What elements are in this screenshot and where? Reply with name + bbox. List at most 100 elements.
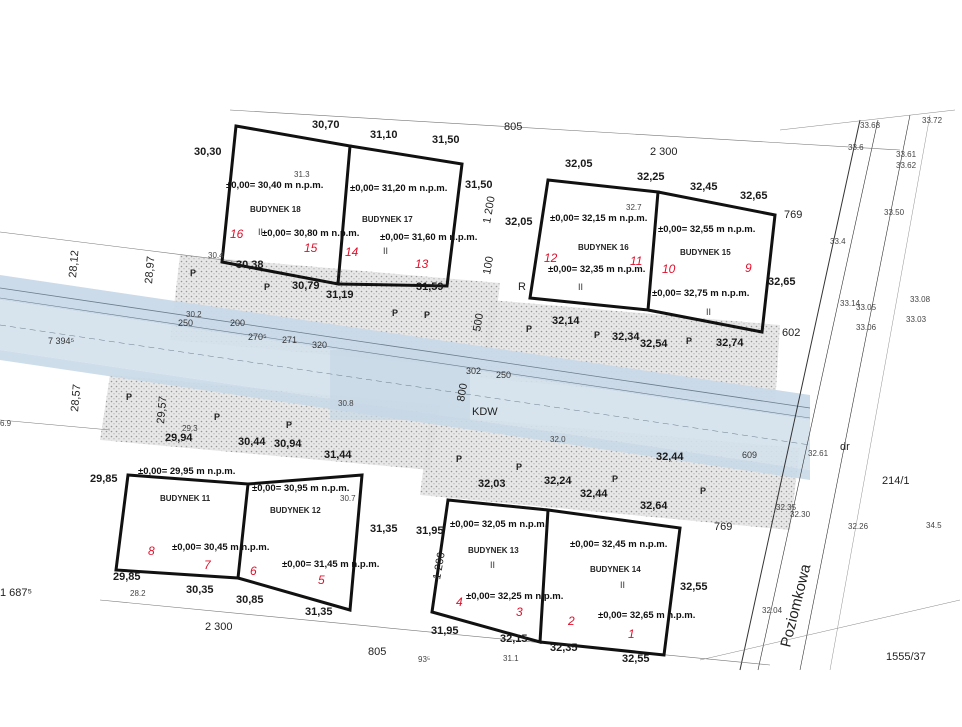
elevation-label: 32,74 [716, 337, 744, 349]
elevation-label: 32,05 [505, 216, 533, 228]
spot-height: 6.9 [0, 419, 12, 428]
parking-mark: P [264, 282, 270, 292]
building-14-outline [539, 508, 682, 657]
parking-mark: P [700, 486, 706, 496]
unit-number: 15 [304, 241, 318, 255]
spot-height: 32.61 [808, 449, 829, 458]
unit-number: 9 [745, 261, 752, 275]
zero-level: ±0,00= 31,20 m n.p.m. [350, 183, 447, 194]
dimension-label: 250 [178, 318, 193, 328]
dimension-label: 93⁵ [418, 655, 430, 664]
elevation-label: 31,44 [324, 449, 352, 461]
spot-height: 32.0 [550, 435, 566, 444]
building-name: BUDYNEK 17 [362, 215, 413, 224]
zero-level: ±0,00= 32,05 m n.p.m. [450, 519, 547, 530]
dimension-label: 769 [784, 209, 802, 221]
dimension-label: 28,12 [67, 250, 81, 278]
elevation-label: 30,79 [292, 280, 320, 292]
unit-number: 14 [345, 245, 359, 259]
parking-mark: P [526, 324, 532, 334]
elevation-label: 32,64 [640, 500, 668, 512]
street-name: Poziomkowa [777, 562, 814, 649]
spot-height: 33.6 [848, 143, 864, 152]
spot-height: 30.8 [338, 399, 354, 408]
building-floors: II [578, 282, 583, 292]
dimension-label: 200 [230, 318, 245, 328]
dimension-label: 769 [714, 521, 732, 533]
zero-level: ±0,00= 32,25 m n.p.m. [466, 591, 563, 602]
dimension-label: 1 200 [431, 551, 448, 580]
elevation-label: 30,44 [238, 436, 266, 448]
elevation-label: 31,35 [305, 606, 333, 618]
zero-level: ±0,00= 32,75 m n.p.m. [652, 288, 749, 299]
parcel-number: 1555/37 [886, 651, 926, 663]
parking-mark: P [594, 330, 600, 340]
elevation-label: 32,34 [612, 331, 640, 343]
street-poziomkowa [699, 109, 961, 671]
unit-number: 5 [318, 573, 325, 587]
elevations-bottom: 29,94 30,44 30,94 31,44 29,85 29,85 30,3… [90, 432, 708, 665]
spot-height: 28.2 [130, 589, 146, 598]
parking-mark: P [214, 412, 220, 422]
dimension-label: 7 394⁵ [48, 336, 75, 346]
dimension-label: 805 [504, 121, 522, 133]
elevation-label: 32,05 [565, 158, 593, 170]
spot-height: 33.08 [910, 295, 931, 304]
elevations-top: 30,30 30,70 31,10 31,50 31,50 30,38 30,7… [194, 119, 796, 350]
building-15-outline [647, 190, 777, 334]
elevation-label: 32,14 [552, 315, 580, 327]
parking-mark: P [286, 420, 292, 430]
parking-mark: P [190, 268, 196, 278]
zero-level: ±0,00= 30,80 m n.p.m. [262, 228, 359, 239]
buildings [114, 124, 777, 657]
zero-level: ±0,00= 31,45 m n.p.m. [282, 559, 379, 570]
elevation-label: 31,10 [370, 129, 398, 141]
parking-spots: P P P P P P P P P P P P P P [126, 268, 706, 496]
spot-height: 32.35 [776, 503, 797, 512]
dimension-label: 609 [742, 450, 757, 460]
spot-height: 32.26 [848, 522, 869, 531]
building-name: BUDYNEK 14 [590, 565, 641, 574]
zero-level: ±0,00= 30,45 m n.p.m. [172, 542, 269, 553]
unit-number: 16 [230, 227, 244, 241]
spot-height: 33.14 [840, 299, 861, 308]
building-floors: II [258, 227, 263, 237]
dimension-label: 1 687⁵ [0, 587, 32, 599]
parcel-number: 214/1 [882, 475, 910, 487]
zero-level: ±0,00= 32,45 m n.p.m. [570, 539, 667, 550]
spot-height: 33.4 [830, 237, 846, 246]
spot-height: 33.03 [906, 315, 927, 324]
unit-number: 13 [415, 257, 429, 271]
elevation-label: 32,35 [550, 642, 578, 654]
unit-number: 1 [628, 627, 635, 641]
building-12-outline [237, 473, 364, 612]
elevation-label: 32,03 [478, 478, 506, 490]
spot-height: 33.05 [856, 303, 877, 312]
building-17-outline [337, 144, 464, 288]
spot-height: 29.3 [182, 424, 198, 433]
elevation-label: 31,50 [465, 179, 493, 191]
spot-height: 32.04 [762, 606, 783, 615]
elevation-label: 30,30 [194, 146, 222, 158]
unit-number: 11 [630, 254, 642, 268]
unit-number: 4 [456, 595, 463, 609]
building-floors: II [490, 560, 495, 570]
dimension-label: 2 300 [650, 146, 678, 158]
spot-height: 33.62 [896, 161, 917, 170]
spot-height: 32.30 [790, 510, 811, 519]
elevation-label: 32,55 [622, 653, 650, 665]
zero-level: ±0,00= 32,35 m n.p.m. [548, 264, 645, 275]
zero-level: ±0,00= 32,15 m n.p.m. [550, 213, 647, 224]
parking-mark: P [392, 308, 398, 318]
spot-height: 33.72 [922, 116, 943, 125]
dimension-label: 250 [496, 370, 511, 380]
dimension-label: 100 [481, 255, 496, 275]
spot-height: 30.4 [208, 251, 224, 260]
spot-height: 33.50 [884, 208, 905, 217]
building-name: BUDYNEK 15 [680, 248, 731, 257]
dimension-label: 805 [368, 646, 386, 658]
unit-number: 2 [567, 614, 575, 628]
building-floors: II [706, 307, 711, 317]
zero-level: ±0,00= 31,60 m n.p.m. [380, 232, 477, 243]
